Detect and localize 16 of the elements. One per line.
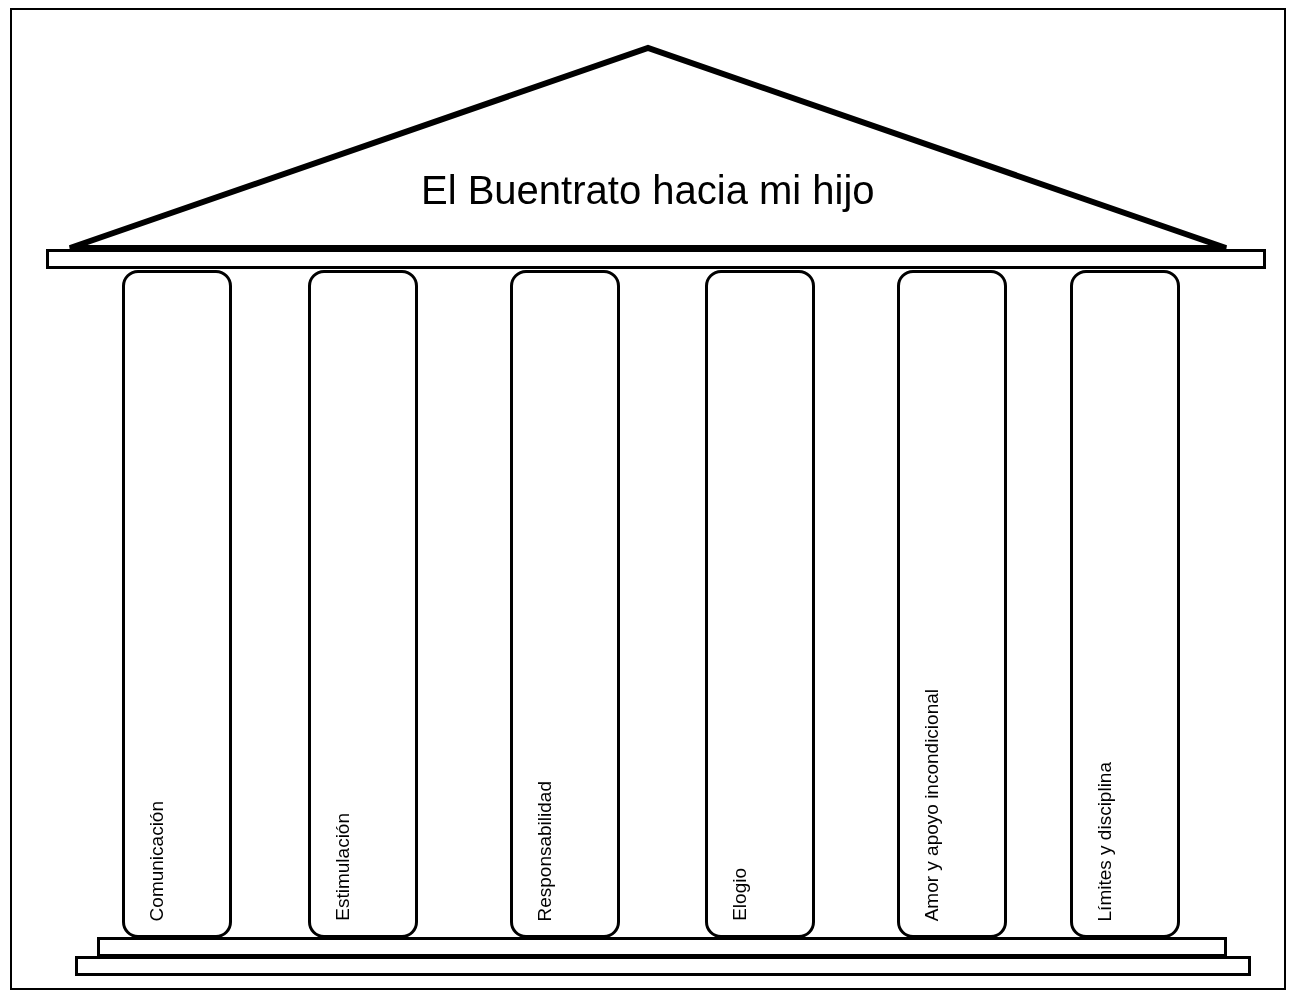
beam bbox=[46, 249, 1266, 269]
column-pillar bbox=[1070, 270, 1180, 938]
column-label: Estimulación bbox=[333, 813, 352, 921]
base-step bbox=[97, 937, 1227, 957]
column-label: Amor y apoyo incondicional bbox=[922, 688, 941, 921]
roof-title: El Buentrato hacia mi hijo bbox=[421, 170, 875, 210]
base-step bbox=[75, 956, 1251, 976]
column-pillar bbox=[705, 270, 815, 938]
column-pillar bbox=[122, 270, 232, 938]
column-label: Elogio bbox=[730, 868, 749, 921]
column-pillar bbox=[308, 270, 418, 938]
column-label: Comunicación bbox=[147, 800, 166, 921]
column-label: Límites y disciplina bbox=[1095, 761, 1114, 921]
column-pillar bbox=[510, 270, 620, 938]
column-label: Responsabilidad bbox=[535, 780, 554, 921]
column-pillar bbox=[897, 270, 1007, 938]
